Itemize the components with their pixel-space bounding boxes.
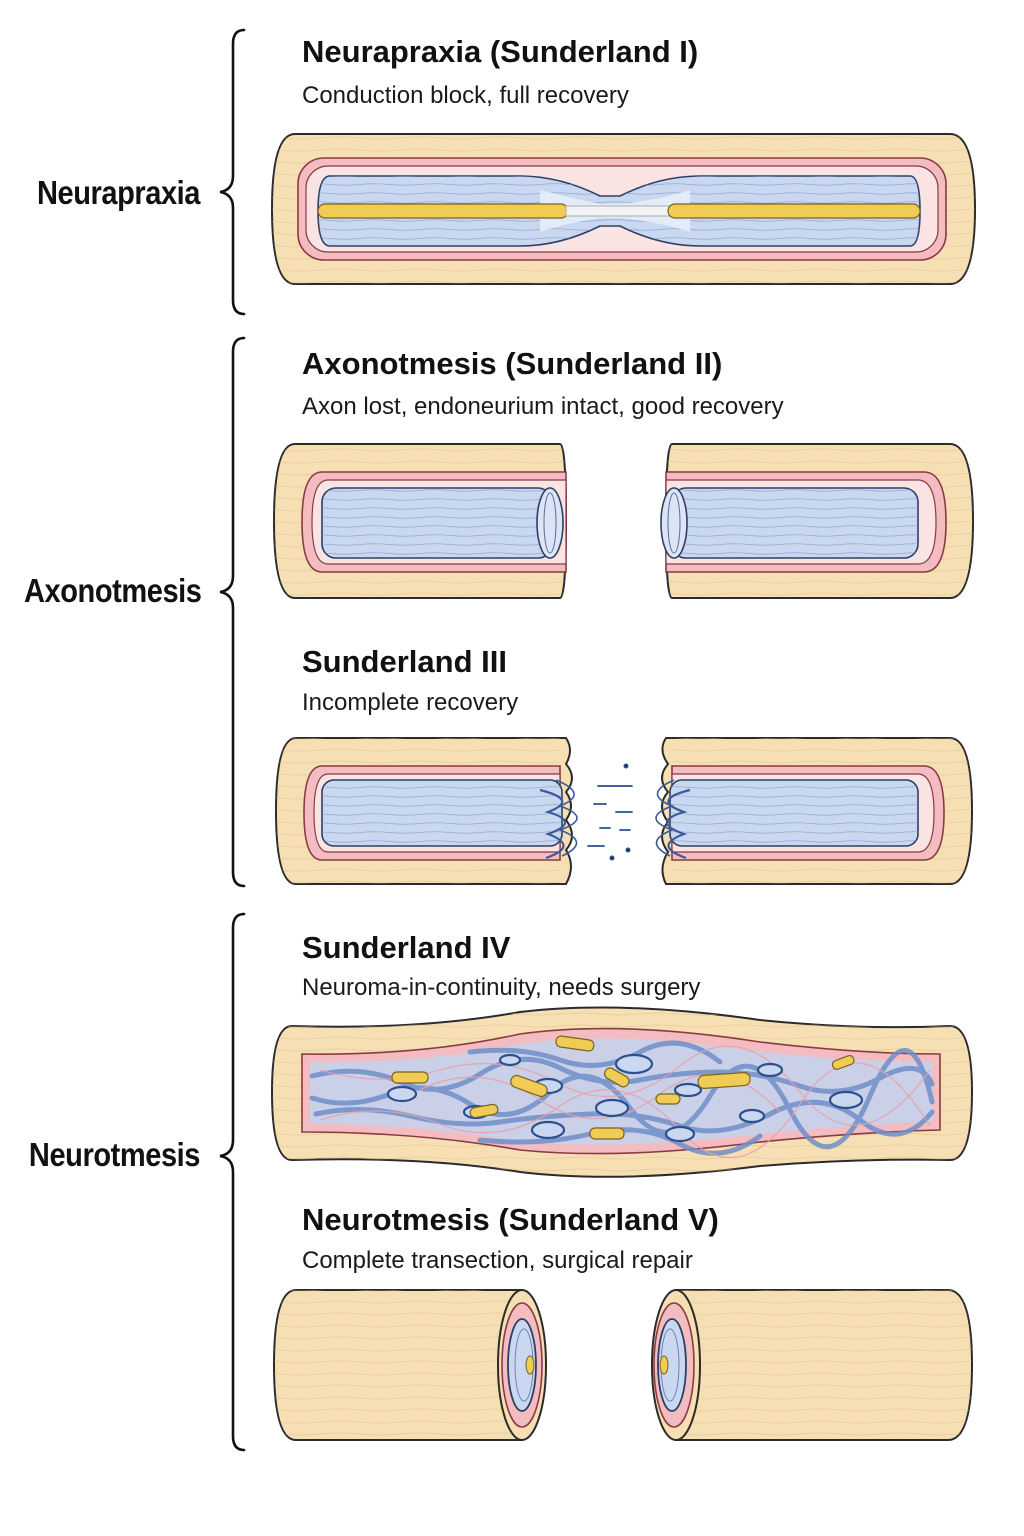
bracket-neurapraxia [219,28,246,316]
fascicle [507,1318,537,1412]
stage-title-sunderland-4: Sunderland IV [302,930,511,965]
nerve-sunderland-4 [270,1006,974,1178]
nerve-sunderland-2 [272,443,975,599]
stage-subtitle-sunderland-3: Incomplete recovery [302,689,519,716]
bracket-neurotmesis [219,912,246,1452]
group-label-axonotmesis: Axonotmesis [24,572,202,609]
stage-title-sunderland-3: Sunderland III [302,644,507,679]
stage-subtitle-neurapraxia: Conduction block, full recovery [302,82,629,109]
tangled-fibers [309,1040,935,1156]
axon-debris [587,763,633,861]
group-label-neurotmesis: Neurotmesis [28,1136,201,1173]
axon [667,203,921,219]
stage-subtitle-sunderland-5: Complete transection, surgical repair [302,1247,693,1274]
fascicle [657,1318,687,1412]
axon [659,1355,669,1375]
stage-subtitle-sunderland-2: Axon lost, endoneurium intact, good reco… [302,393,784,420]
nerve-sunderland-5 [272,1289,974,1441]
axon-fragments [391,1035,855,1140]
stage-title-sunderland-2: Axonotmesis (Sunderland II) [302,346,723,381]
bracket-axonotmesis [219,336,246,888]
stage-subtitle-sunderland-4: Neuroma-in-continuity, needs surgery [302,974,701,1001]
nerve-sunderland-3 [274,737,974,885]
group-label-neurapraxia: Neurapraxia [36,174,200,211]
stage-title-neurapraxia: Neurapraxia (Sunderland I) [302,34,699,69]
nerve-neurapraxia [270,133,977,285]
axon [317,203,569,219]
axon [525,1355,535,1375]
stage-title-sunderland-5: Neurotmesis (Sunderland V) [302,1202,719,1237]
